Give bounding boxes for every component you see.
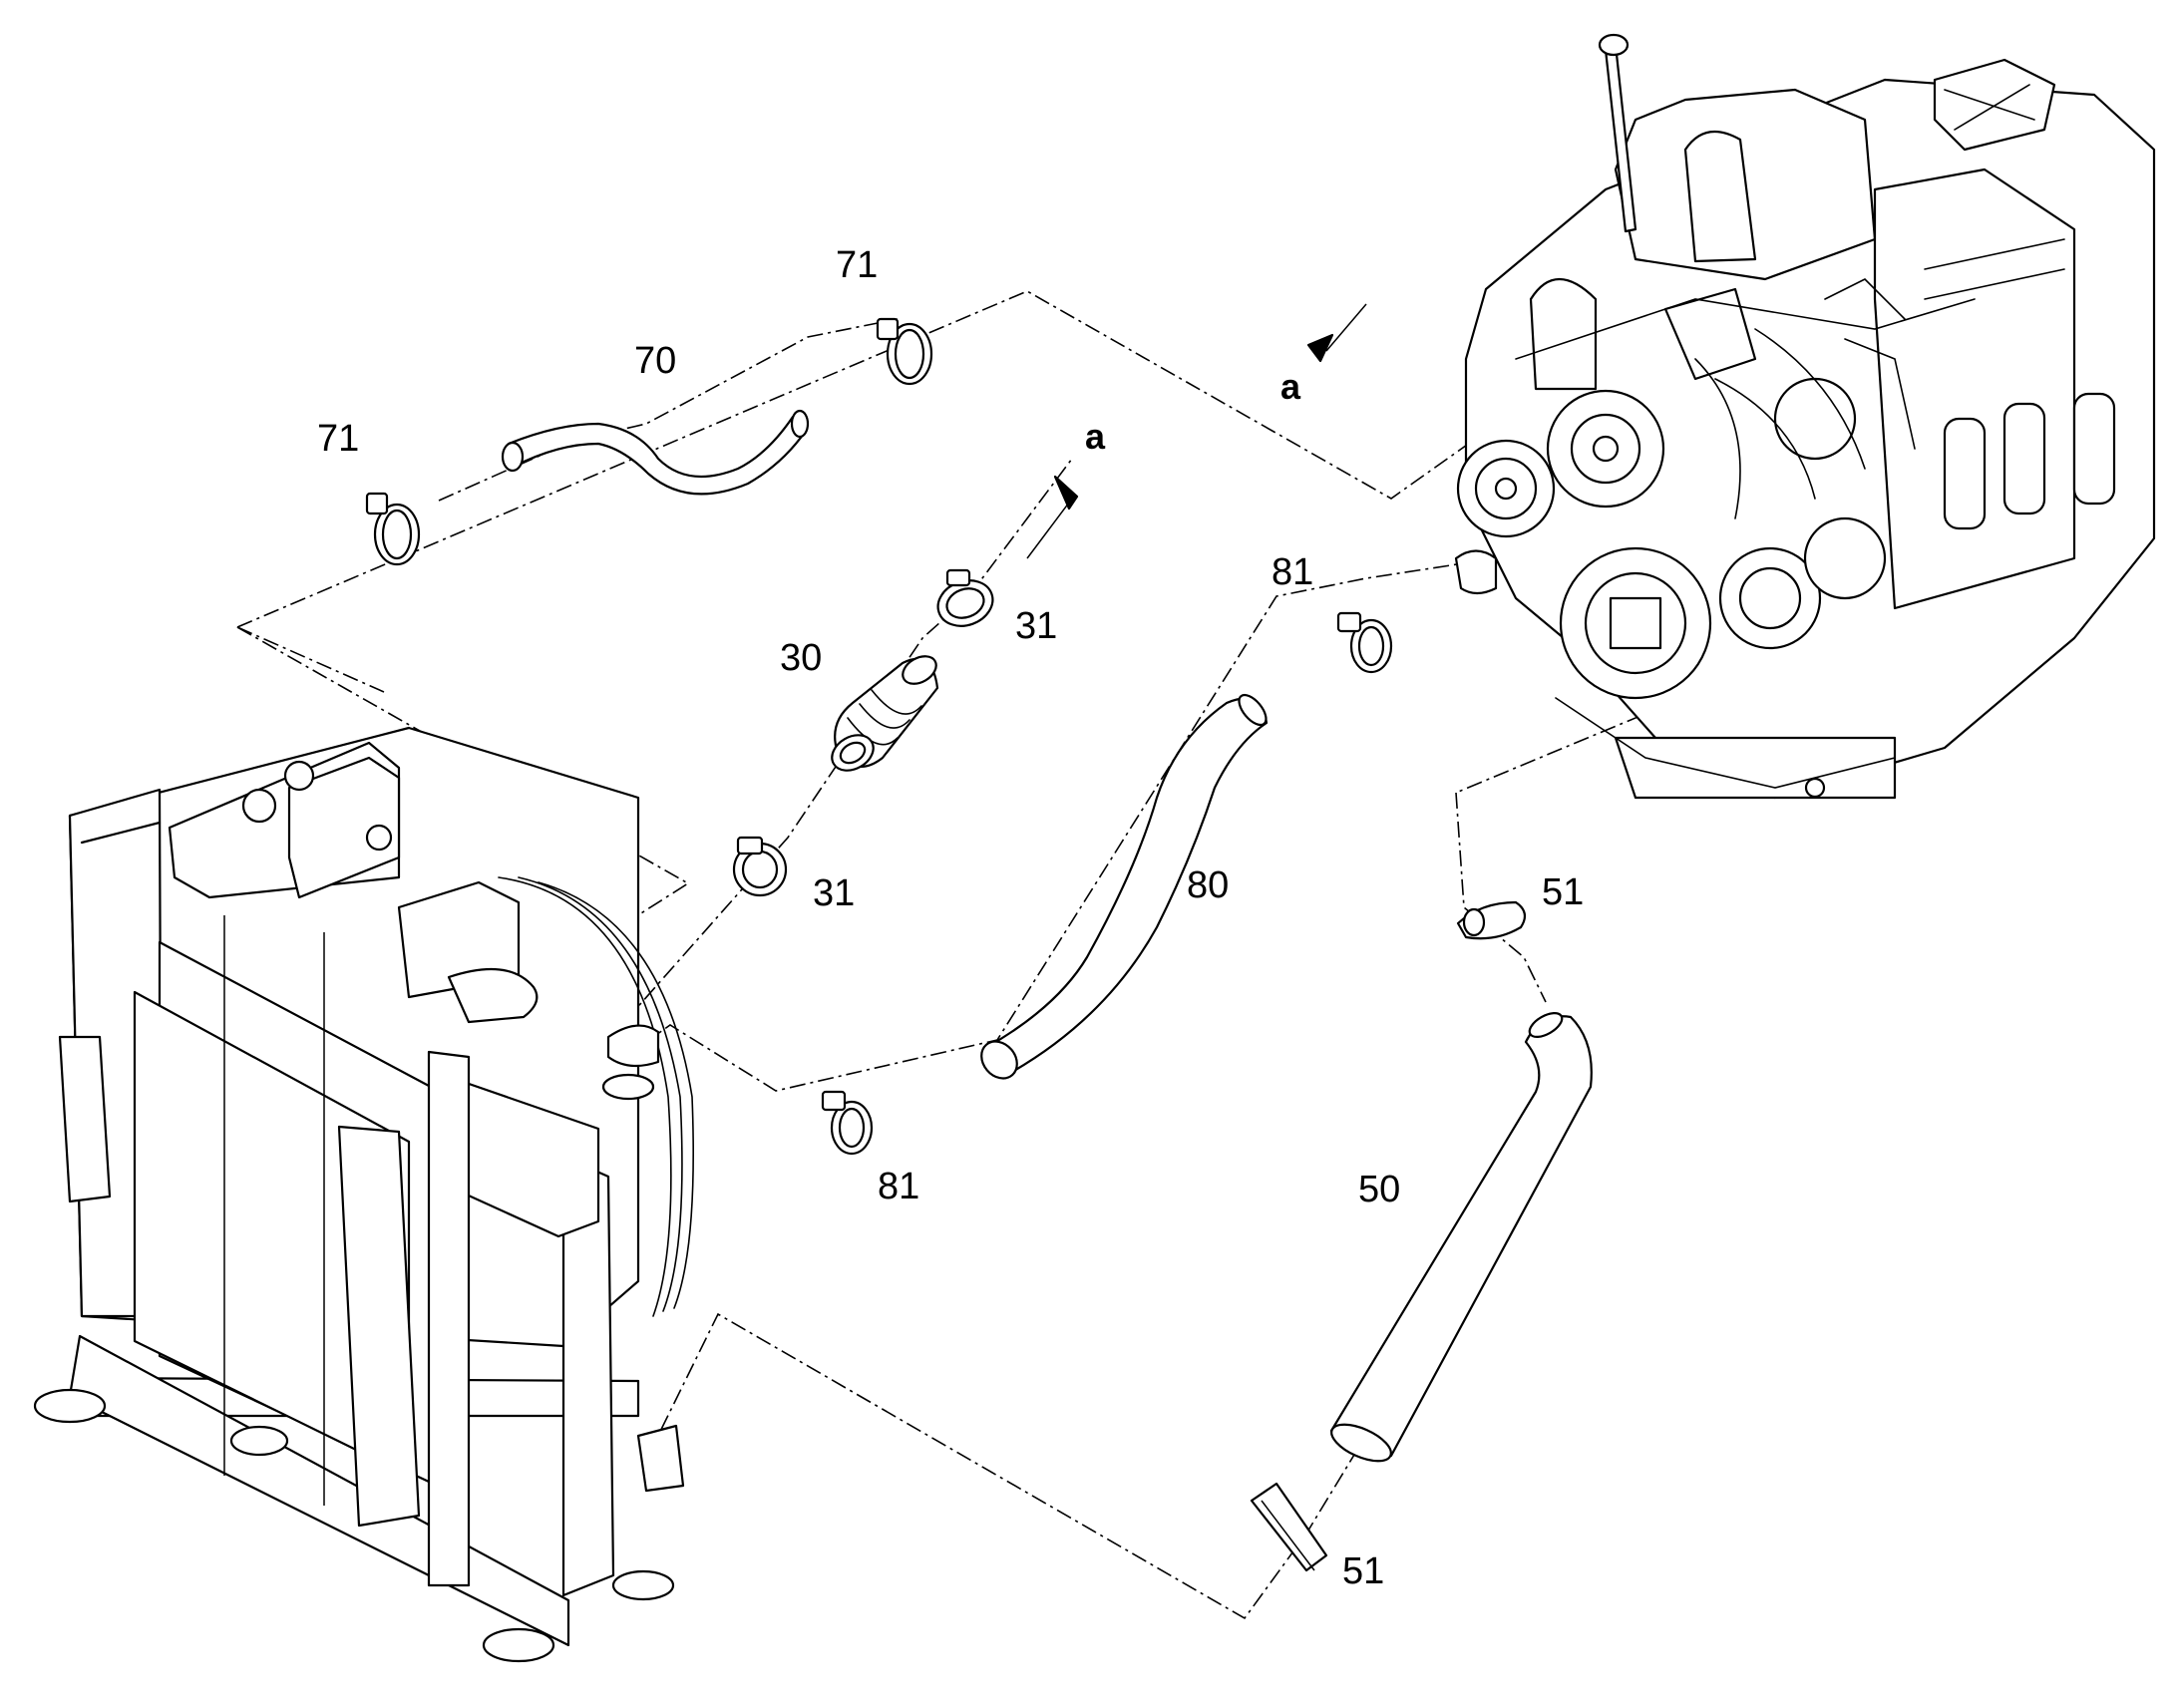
hose-80 — [980, 693, 1269, 1080]
label-70: 70 — [634, 340, 676, 382]
label-ref-a-engine: a — [1280, 366, 1301, 407]
clamp-71-top — [876, 317, 933, 386]
callout-labels: 70 71 71 30 31 31 80 81 81 50 51 51 a a — [317, 244, 1584, 1592]
label-80: 80 — [1187, 864, 1229, 906]
label-31-upper: 31 — [1015, 605, 1057, 647]
clamp-51-upper — [1456, 900, 1527, 940]
clamp-71-left — [365, 492, 421, 566]
label-50: 50 — [1358, 1169, 1400, 1210]
clamp-51-lower — [1250, 1482, 1328, 1572]
clamp-81-lower — [821, 1090, 874, 1156]
label-51-lower: 51 — [1342, 1550, 1384, 1592]
engine-assembly — [1454, 33, 2156, 800]
label-31-lower: 31 — [813, 872, 855, 914]
clamp-31-lower — [732, 836, 788, 897]
label-51-upper: 51 — [1542, 871, 1584, 913]
label-71-left: 71 — [317, 418, 359, 460]
label-30: 30 — [780, 637, 822, 679]
arrow-ref-a-upper — [1026, 475, 1079, 559]
label-ref-a-upper: a — [1085, 416, 1106, 457]
hose-70 — [501, 409, 810, 496]
label-81-lower: 81 — [878, 1166, 919, 1207]
label-81-upper: 81 — [1272, 551, 1313, 593]
radiator-assembly — [33, 726, 694, 1663]
arrow-ref-a-engine — [1306, 303, 1367, 363]
clamp-81-upper — [1336, 611, 1393, 674]
hose-50 — [1329, 1011, 1593, 1463]
clamp-31-upper — [936, 568, 994, 627]
label-71-top: 71 — [836, 244, 878, 286]
hose-30 — [831, 655, 939, 772]
